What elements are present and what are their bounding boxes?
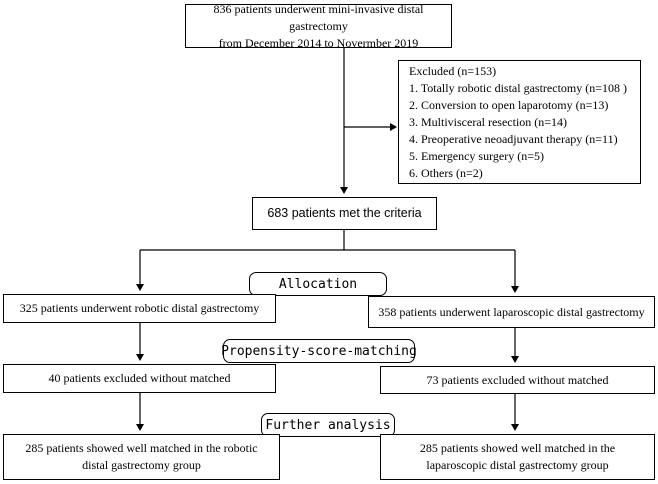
robotic-final-box: 285 patients showed well matched in the … [3,434,280,480]
laparoscopic-excluded-text: 73 patients excluded without matched [426,372,609,387]
criteria-text: 683 patients met the criteria [267,206,422,220]
laparoscopic-final-box: 285 patients showed well matched in the … [380,434,655,480]
excluded-item: 4. Preoperative neoadjuvant therapy (n=1… [409,131,618,146]
excluded-item: 3. Multivisceral resection (n=14) [409,114,568,129]
excluded-item: 1. Totally robotic distal gastrectomy (n… [409,80,627,95]
robotic-final-line-2: distal gastrectomy group [82,458,201,472]
robotic-final-line-1: 285 patients showed well matched in the … [25,441,258,455]
criteria-box: 683 patients met the criteria [252,197,437,230]
enrolled-line-2: from December 2014 to Novermber 2019 [218,35,419,50]
laparoscopic-excluded-box: 73 patients excluded without matched [380,366,655,394]
excluded-item: 5. Emergency surgery (n=5) [409,148,544,163]
robotic-group-text: 325 patients underwent robotic distal ga… [19,301,260,315]
excluded-item: 2. Conversion to open laparotomy (n=13) [409,97,609,112]
allocation-label: Allocation [278,276,358,292]
robotic-excluded-box: 40 patients excluded without matched [3,364,276,393]
laparoscopic-final-line-1: 285 patients showed well matched in the [419,441,616,455]
laparoscopic-group-text: 358 patients underwent laparoscopic dist… [378,304,645,319]
excluded-item: 6. Others (n=2) [409,165,483,180]
excluded-title: Excluded (n=153) [409,63,497,78]
further-analysis-stage: Further analysis [261,413,395,437]
robotic-group-box: 325 patients underwent robotic distal ga… [3,294,276,323]
excluded-box: Excluded (n=153) 1. Totally robotic dist… [398,60,641,184]
excluded-list: Excluded (n=153) 1. Totally robotic dist… [399,63,627,182]
enrolled-box: 836 patients underwent mini-invasive dis… [185,1,452,50]
psm-label: Propensity-score-matching [221,343,417,359]
laparoscopic-group-box: 358 patients underwent laparoscopic dist… [368,296,655,328]
enrolled-line-1: 836 patients underwent mini-invasive dis… [213,1,424,33]
psm-stage: Propensity-score-matching [221,339,417,363]
robotic-excluded-text: 40 patients excluded without matched [48,371,231,385]
further-analysis-label: Further analysis [265,417,391,433]
laparoscopic-final-line-2: laparoscopic distal gastrectomy group [426,458,609,472]
allocation-stage: Allocation [249,272,387,296]
